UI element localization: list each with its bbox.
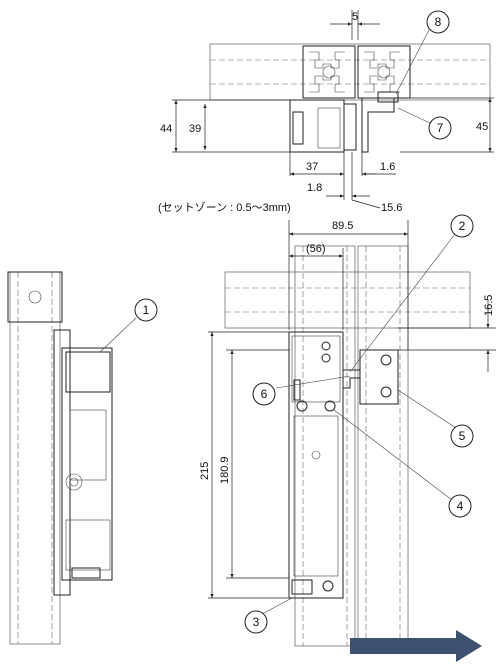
profile-section-right: [357, 45, 411, 99]
front-rail-vertical-left: [294, 245, 356, 647]
dim-width-56: (56): [306, 243, 326, 255]
top-rail: [209, 43, 491, 101]
callout-4: [448, 494, 472, 518]
dim-height-39: 39: [189, 123, 201, 135]
dim-offset-15-6: 15.6: [381, 202, 402, 214]
front-view: 89.5 (56) 16.5 215 180.9 2 6 5 4 3: [199, 214, 496, 647]
dim-height-45: 45: [476, 121, 488, 133]
dim-gap-1-8: 1.8: [307, 182, 322, 194]
dim-width-37: 37: [306, 161, 318, 173]
callout-6: [252, 382, 276, 406]
callout-5-label: 5: [459, 429, 466, 443]
callout-4-label: 4: [457, 499, 464, 513]
callout-2-label: 2: [459, 219, 466, 233]
dim-offset-16-5: 16.5: [483, 295, 495, 316]
top-view: 5 44 39 45 37 1.6 1.8 15.6 (セットゾーン : 0.5…: [158, 10, 494, 214]
dim-height-180-9: 180.9: [219, 456, 231, 484]
setzone-note: (セットゾーン : 0.5〜3mm): [158, 201, 291, 214]
callout-8: [426, 10, 450, 34]
front-switch-body: [288, 331, 344, 599]
dim-width-89-5: 89.5: [332, 220, 353, 232]
dim-height-44: 44: [160, 123, 172, 135]
side-switch-body: [61, 347, 113, 581]
dim-gap-1-6: 1.6: [380, 161, 395, 173]
callout-1-label: 1: [143, 303, 150, 317]
front-rail-horizontal: [224, 271, 471, 329]
callout-5: [450, 424, 474, 448]
profile-section-left: [302, 45, 356, 99]
callout-8-label: 8: [435, 15, 442, 29]
side-view: 1: [7, 271, 158, 645]
actuator-bracket: [361, 97, 395, 153]
callout-1: [134, 298, 158, 322]
callout-2: [450, 214, 474, 238]
side-profile: [7, 271, 63, 323]
callout-6-label: 6: [261, 387, 268, 401]
side-rail: [9, 271, 61, 645]
callout-7: [428, 116, 452, 140]
dim-height-215: 215: [199, 462, 211, 480]
dim-top-gap: 5: [352, 11, 358, 23]
callout-3: [244, 610, 268, 634]
callout-7-label: 7: [437, 121, 444, 135]
direction-arrow-icon: [350, 630, 482, 662]
callout-3-label: 3: [253, 615, 260, 629]
